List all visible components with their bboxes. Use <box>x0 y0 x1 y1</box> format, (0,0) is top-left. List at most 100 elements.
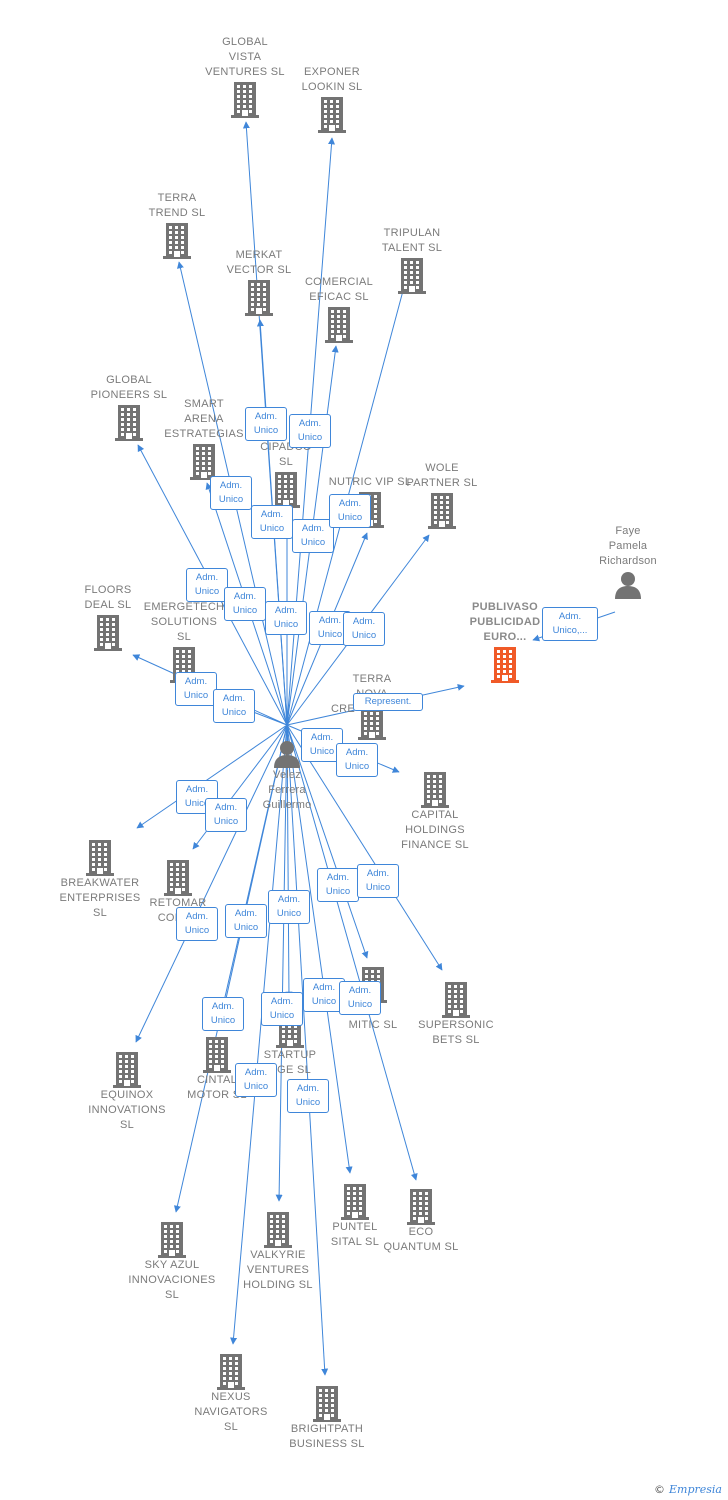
label-line: SUPERSONIC <box>418 1019 494 1031</box>
role-badge-18[interactable]: Adm.Unico <box>357 864 399 898</box>
label-line: VENTURES <box>246 1264 310 1276</box>
edge-21 <box>285 724 293 999</box>
badge-text: Unico <box>325 886 351 897</box>
role-badge-20[interactable]: Adm.Unico <box>225 904 267 938</box>
badge-text: Adm. <box>338 498 362 509</box>
role-badge-5[interactable]: Adm.Unico <box>329 494 371 528</box>
badge-text: Unico <box>194 586 220 597</box>
role-badge-27[interactable]: Adm.Unico <box>287 1079 329 1113</box>
badge-text: Adm. <box>348 985 372 996</box>
company-node-cre[interactable]: CRE <box>278 702 408 717</box>
label-line: TREND SL <box>148 207 206 219</box>
badge-text: Adm. <box>312 982 336 993</box>
role-badge-19[interactable]: Adm.Unico <box>176 907 218 941</box>
role-badge-4[interactable]: Adm.Unico <box>292 519 334 553</box>
role-badge-25[interactable]: Adm.Unico <box>339 981 381 1015</box>
building-icon <box>341 1184 369 1220</box>
role-badge-11[interactable]: Adm.Unico <box>175 672 217 706</box>
edge-27 <box>286 724 329 1376</box>
role-badge-1[interactable]: Adm. Unico <box>289 414 331 448</box>
label-line: MITIC SL <box>348 1019 398 1031</box>
role-badge-6[interactable]: Adm. Unico <box>186 568 228 602</box>
badge-text: Adm. <box>195 572 219 583</box>
building-icon <box>231 82 259 118</box>
role-badge-14[interactable]: Adm.Unico <box>336 743 378 777</box>
footer-brand[interactable]: ©Empresia <box>654 1483 722 1496</box>
role-badge-7[interactable]: Adm.Unico <box>224 587 266 621</box>
role-badge-26[interactable]: Adm.Unico <box>235 1063 277 1097</box>
badge-text: Unico <box>259 523 285 534</box>
badge-text: Unico <box>183 690 209 701</box>
role-badge-2[interactable]: Adm.Unico <box>210 476 252 510</box>
role-badge-12[interactable]: Adm.Unico <box>213 689 255 723</box>
represent-badge[interactable]: Represent. <box>353 693 423 711</box>
label-line: TALENT SL <box>381 242 443 254</box>
role-badge-23[interactable]: Adm. Unico <box>261 992 303 1026</box>
badge-text: Adm. <box>326 872 350 883</box>
badge-text: Unico <box>276 908 302 919</box>
badge-text: Adm. <box>298 418 322 429</box>
role-badge-10[interactable]: Adm.Unico <box>343 612 385 646</box>
edge-19 <box>135 724 288 1043</box>
person-icon <box>615 572 641 599</box>
label-line: Richardson <box>599 555 657 567</box>
building-icon <box>407 1189 435 1225</box>
label-line: LOOKIN SL <box>301 81 363 93</box>
role-badge-21[interactable]: Adm.Unico <box>268 890 310 924</box>
role-badge-16[interactable]: Adm.Unico <box>205 798 247 832</box>
badge-text: Unico <box>233 922 259 933</box>
badge-text: Unico <box>253 425 279 436</box>
role-badge-8[interactable]: Adm.Unico <box>265 601 307 635</box>
building-icon <box>272 472 300 508</box>
role-badge-22[interactable]: Adm.Unico <box>202 997 244 1031</box>
badge-text: Adm. <box>211 1001 235 1012</box>
building-icon <box>264 1212 292 1248</box>
badge-text: Adm. <box>270 996 294 1007</box>
badge-text: Unico <box>269 1010 295 1021</box>
role-badge-0[interactable]: Adm.Unico <box>245 407 287 441</box>
role-badge-24[interactable]: Adm.Unico <box>303 978 345 1012</box>
badge-text: Adm. <box>222 693 246 704</box>
edge-15 <box>136 724 288 829</box>
label-line: SL <box>119 1119 135 1131</box>
role-badge-faye[interactable]: Adm.Unico,... <box>542 607 598 641</box>
role-badge-3[interactable]: Adm.Unico <box>251 505 293 539</box>
role-badge-17[interactable]: Adm. Unico <box>317 868 359 902</box>
badge-text: Unico <box>297 432 323 443</box>
copyright-symbol: © <box>654 1483 665 1496</box>
label-line: PIONEERS SL <box>90 389 168 401</box>
badge-text: Adm. <box>345 747 369 758</box>
label-line: CAPITAL <box>411 809 459 821</box>
building-icon <box>318 97 346 133</box>
